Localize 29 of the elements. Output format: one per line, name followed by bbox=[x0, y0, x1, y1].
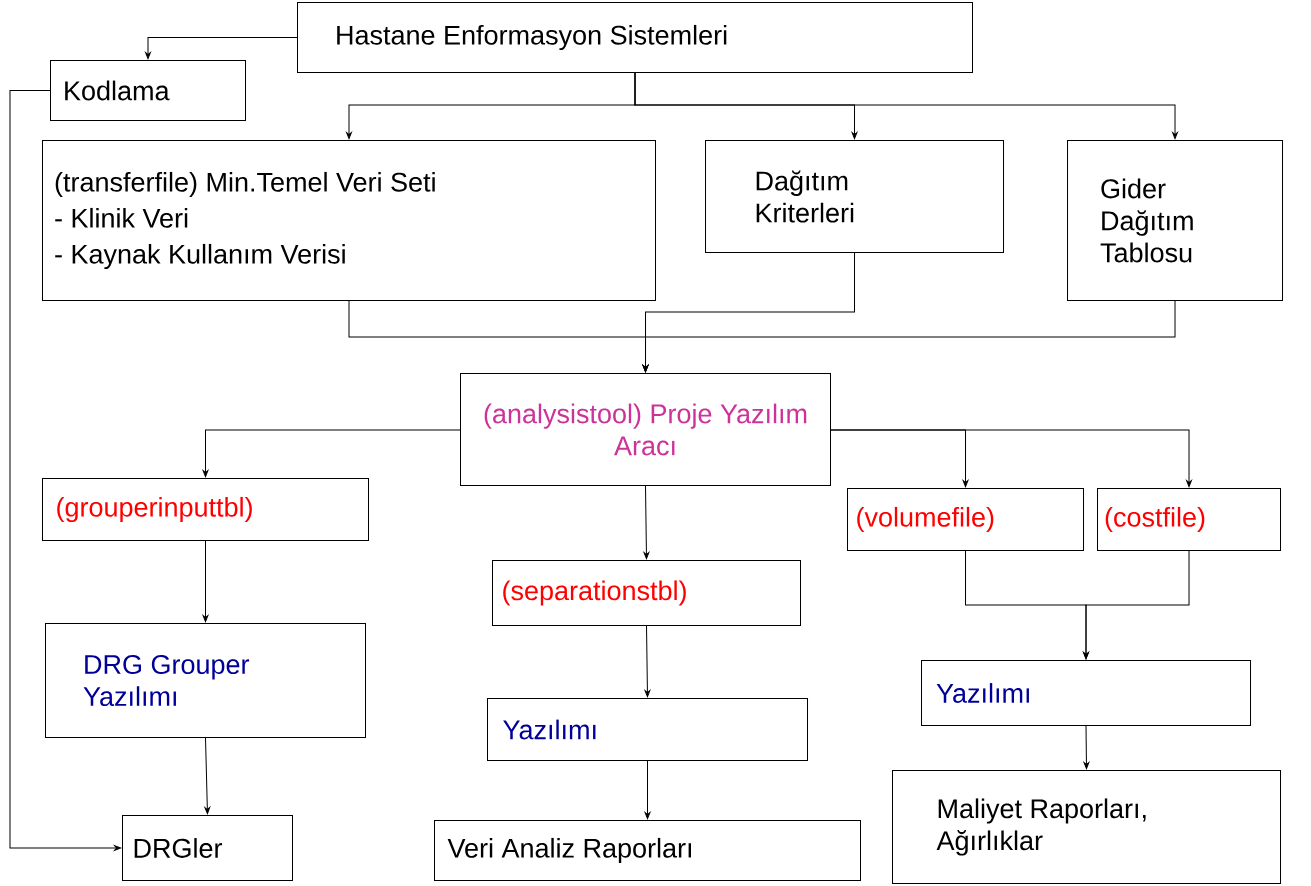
process-box: (volumefile) bbox=[847, 488, 1084, 551]
process-box: Yazılımı bbox=[487, 698, 808, 761]
arrow bbox=[202, 429, 461, 478]
arrow bbox=[634, 72, 1178, 140]
process-box: DRG Grouper Yazılımı bbox=[45, 623, 366, 738]
process-box: (analysistool) Proje Yazılım Aracı bbox=[460, 373, 831, 486]
process-box: DRGler bbox=[122, 815, 293, 881]
process-box: Maliyet Raporları, Ağırlıklar bbox=[892, 770, 1281, 884]
arrow bbox=[202, 540, 209, 623]
process-box: (transferfile) Min.Temel Veri Seti - Klinik Veri - Kaynak Kullanım Verisi bbox=[42, 140, 656, 301]
process-box: Veri Analiz Raporları bbox=[434, 820, 861, 881]
arrow bbox=[1083, 725, 1090, 770]
arrow bbox=[642, 300, 1176, 373]
arrow bbox=[145, 37, 298, 60]
arrow bbox=[644, 625, 651, 698]
process-box: Yazılımı bbox=[921, 660, 1251, 726]
process-box: Dağıtım Kriterleri bbox=[705, 140, 1004, 253]
process-box: Gider Dağıtım Tablosu bbox=[1067, 140, 1283, 301]
arrow bbox=[1083, 550, 1190, 660]
arrow bbox=[643, 485, 650, 560]
process-box: (grouperinputtbl) bbox=[42, 478, 369, 541]
process-box: (costfile) bbox=[1097, 488, 1281, 551]
arrow bbox=[644, 760, 651, 820]
process-box: (separationstbl) bbox=[492, 560, 801, 626]
arrow bbox=[204, 737, 211, 815]
arrow bbox=[830, 429, 1192, 488]
arrow bbox=[9, 90, 122, 851]
process-box: Kodlama bbox=[50, 60, 246, 121]
process-box: Hastane Enformasyon Sistemleri bbox=[297, 2, 973, 73]
